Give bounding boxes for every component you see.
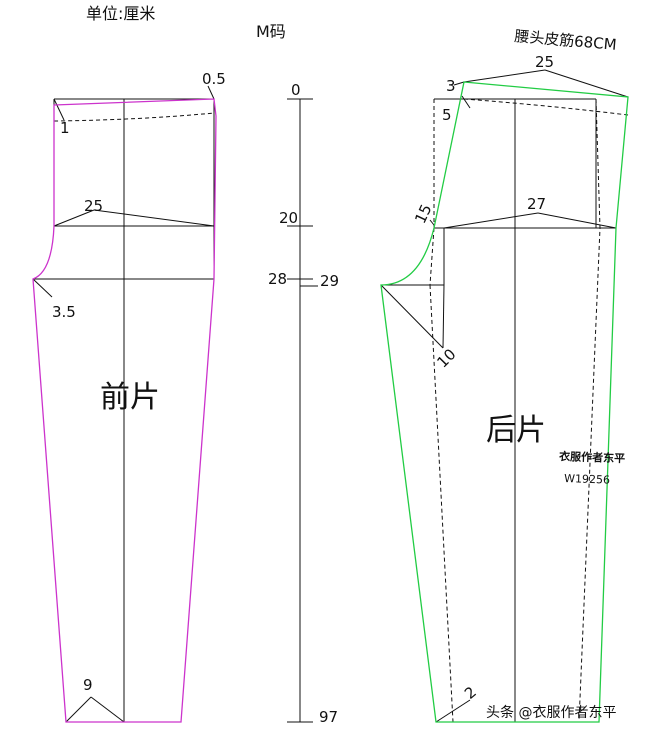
back-dashed-lines (429, 98, 629, 723)
scale-mark-28: 28 (268, 270, 287, 288)
front-waist-drop-label: 1 (60, 119, 70, 137)
front-top-dart-label: 0.5 (202, 70, 226, 88)
back-waist-width-label: 25 (535, 53, 554, 71)
front-piece: 0.5 1 25 3.5 9 前片 (32, 70, 226, 723)
author-id: W19256 (564, 472, 610, 487)
back-outline (380, 81, 629, 723)
front-hip-width-label: 25 (84, 197, 103, 215)
unit-label: 单位:厘米 (86, 4, 155, 23)
back-base-lines (380, 69, 629, 723)
back-hip-width-label: 27 (527, 195, 546, 213)
scale-mark-0: 0 (291, 81, 301, 99)
back-waist-in-label: 5 (442, 106, 452, 124)
author-name: 衣服作者东平 (559, 449, 625, 465)
back-waist-rise-label: 3 (446, 77, 456, 95)
back-crotch-ext-label: 10 (433, 345, 459, 371)
front-title: 前片 (100, 380, 160, 415)
front-hem-width-label: 9 (83, 676, 93, 694)
back-hem-in-label: 2 (461, 683, 480, 703)
back-piece: 25 3 5 27 15 10 2 后片 (380, 53, 629, 723)
waistband-note: 腰头皮筋68CM (514, 27, 618, 54)
scale-mark-97: 97 (319, 708, 338, 726)
front-waist-curve (53, 112, 215, 122)
size-label: M码 (256, 22, 286, 41)
scale-mark-20: 20 (279, 209, 298, 227)
front-crotch-ext-label: 3.5 (52, 303, 76, 321)
footer-credit: 头条 @衣服作者东平 (486, 704, 616, 721)
front-outline (32, 98, 217, 723)
measure-scale: 0 20 28 29 97 (268, 81, 339, 726)
back-title: 后片 (486, 413, 546, 448)
scale-mark-29: 29 (320, 272, 339, 290)
front-base-lines (32, 85, 215, 723)
